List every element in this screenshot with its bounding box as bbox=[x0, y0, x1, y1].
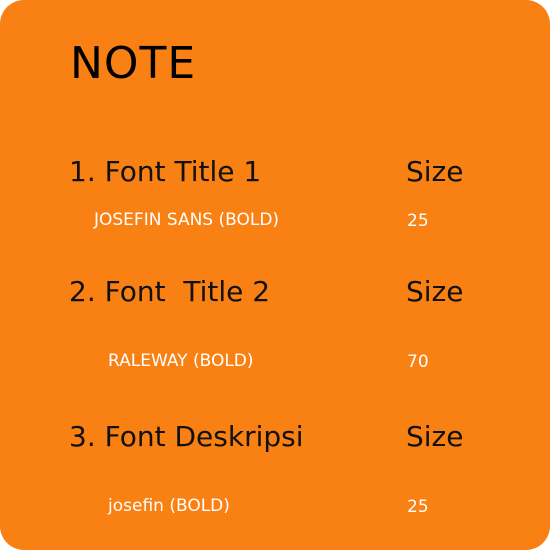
row-3-size-label: Size bbox=[406, 420, 464, 453]
row-1-size-label: Size bbox=[406, 155, 464, 188]
row-1-heading: 1. Font Title 1 bbox=[69, 155, 262, 188]
row-1-font-name: JOSEFIN SANS (BOLD) bbox=[94, 210, 280, 230]
row-3-size-value: 25 bbox=[407, 497, 429, 517]
row-3-heading: 3. Font Deskripsi bbox=[69, 420, 304, 453]
row-3-font-name: josefin (BOLD) bbox=[108, 496, 230, 516]
row-2-size-value: 70 bbox=[407, 352, 429, 372]
row-1-size-value: 25 bbox=[407, 211, 429, 231]
row-2-size-label: Size bbox=[406, 275, 464, 308]
row-2-font-name: RALEWAY (BOLD) bbox=[108, 351, 254, 371]
row-2-heading: 2. Font Title 2 bbox=[69, 275, 271, 308]
note-title: NOTE bbox=[70, 38, 197, 89]
